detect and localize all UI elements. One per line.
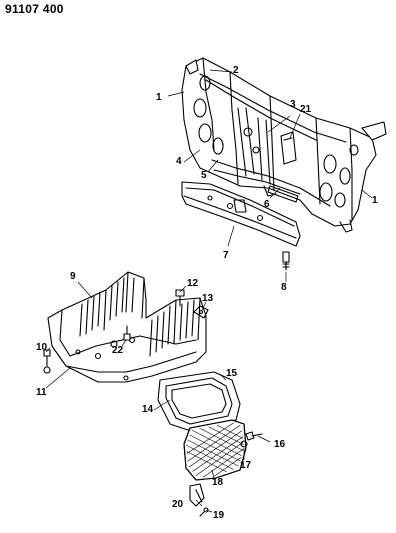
document-id: 91107 400 bbox=[5, 2, 64, 16]
callout-11: 11 bbox=[36, 387, 47, 398]
callout-16: 16 bbox=[274, 439, 286, 450]
callout-8: 8 bbox=[281, 282, 287, 293]
callout-17: 17 bbox=[240, 460, 252, 471]
grille-mesh bbox=[183, 419, 247, 481]
nut-17 bbox=[240, 440, 248, 448]
grille-bezel bbox=[157, 371, 241, 431]
callout-22: 22 bbox=[112, 345, 124, 356]
callout-20: 20 bbox=[172, 499, 184, 510]
callout-4: 4 bbox=[176, 156, 182, 167]
callout-12: 12 bbox=[187, 278, 199, 289]
callout-10: 10 bbox=[36, 342, 48, 353]
callout-13: 13 bbox=[202, 293, 214, 304]
callout-1-right: 1 bbox=[372, 195, 378, 206]
callout-2: 2 bbox=[233, 65, 239, 76]
radiator-support-panel bbox=[181, 57, 387, 233]
bolt-8 bbox=[282, 251, 290, 271]
screw-16 bbox=[245, 431, 263, 441]
callout-19: 19 bbox=[213, 510, 225, 521]
grille-bracket bbox=[189, 483, 209, 517]
bolt-10 bbox=[43, 349, 51, 374]
callout-7: 7 bbox=[223, 250, 229, 261]
fastener-22 bbox=[123, 325, 131, 341]
leader-lines bbox=[45, 69, 373, 513]
callout-14: 14 bbox=[142, 404, 154, 415]
callout-15: 15 bbox=[226, 368, 238, 379]
callout-6: 6 bbox=[264, 199, 270, 210]
callout-1-left: 1 bbox=[156, 92, 162, 103]
callout-18: 18 bbox=[212, 477, 224, 488]
lower-crossmember bbox=[181, 181, 301, 247]
callout-21: 21 bbox=[300, 104, 312, 115]
clip-13 bbox=[193, 305, 209, 319]
callout-9: 9 bbox=[70, 271, 76, 282]
bolt-12 bbox=[175, 289, 185, 307]
callout-3: 3 bbox=[290, 99, 296, 110]
callout-5: 5 bbox=[201, 170, 207, 181]
